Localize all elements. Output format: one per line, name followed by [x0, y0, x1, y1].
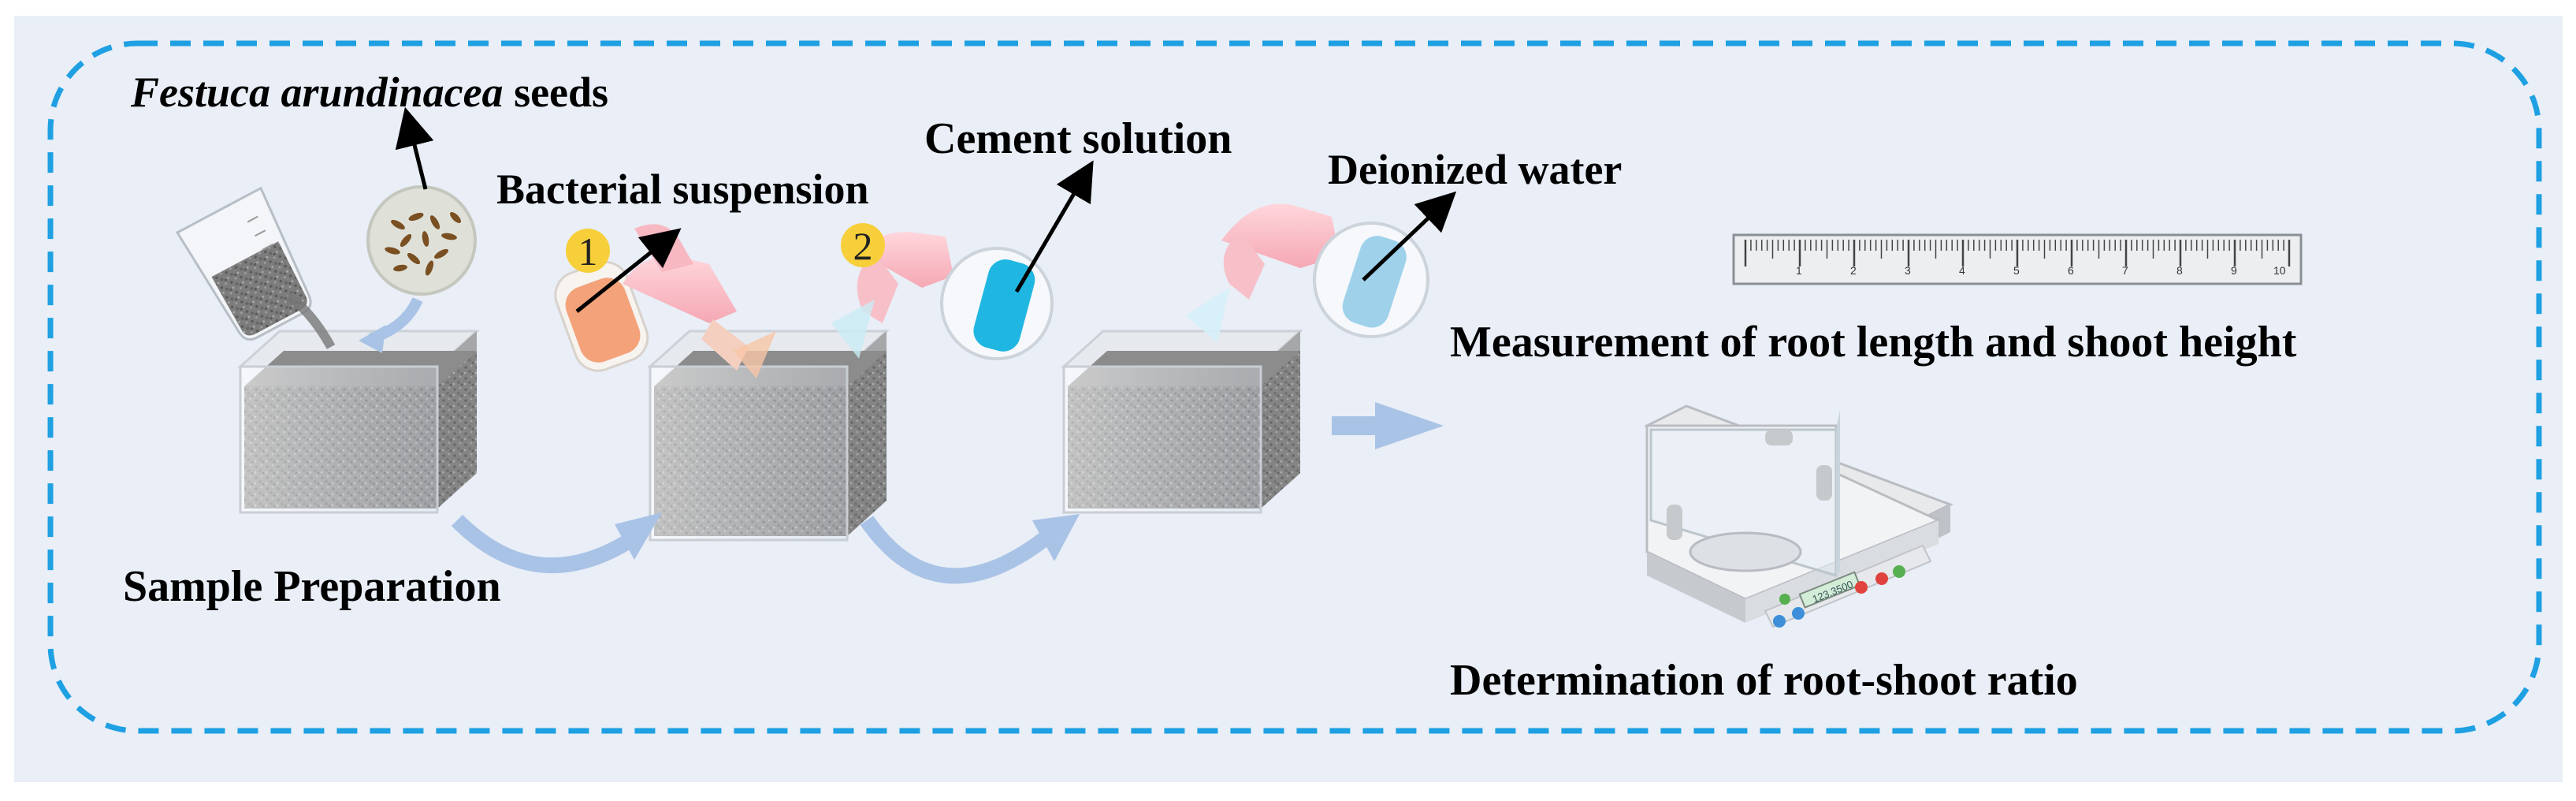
determination-label: Determination of root-shoot ratio	[1450, 656, 2078, 705]
ruler-tick-label: 10	[2273, 264, 2286, 277]
water-spray-bottle-icon	[1186, 203, 1429, 343]
step-badge-2: 2	[841, 223, 885, 268]
next-step-arrow	[1332, 402, 1444, 449]
pouring-soil-stream	[284, 292, 336, 349]
seeds-label: Festuca arundinacea seeds	[131, 71, 608, 114]
measurement-label: Measurement of root length and shoot hei…	[1450, 318, 2297, 367]
ruler-tick-label: 4	[1959, 264, 1965, 277]
ruler-icon: 1 2 3 4 5 6 7 8 9 10	[1732, 233, 2303, 285]
deionized-water-label: Deionized water	[1328, 146, 1623, 193]
analytical-balance-icon: 123.3500	[1644, 404, 1953, 628]
water-pointer-arrow	[1362, 191, 1457, 281]
seeds-suffix-label: seeds	[503, 69, 609, 116]
seeds-species-label: Festuca arundinacea	[131, 69, 504, 116]
cement-pointer-arrow	[1014, 160, 1094, 293]
soil-box-1	[237, 330, 480, 514]
bacterial-suspension-label: Bacterial suspension	[496, 166, 869, 213]
beaker-icon	[175, 186, 312, 341]
ruler-tick-label: 2	[1850, 264, 1857, 277]
flow-arrow-2	[860, 516, 1054, 584]
ruler-tick-label: 3	[1905, 264, 1911, 277]
bacterial-pointer-arrow	[575, 228, 682, 313]
ruler-tick-label: 7	[2122, 264, 2128, 277]
ruler-tick-label: 9	[2231, 264, 2237, 277]
ruler-tick-label: 1	[1796, 264, 1802, 277]
sample-preparation-label: Sample Preparation	[123, 562, 501, 611]
flow-arrow-1	[451, 514, 635, 574]
ruler-tick-label: 5	[2013, 264, 2020, 277]
bacterial-spray-bottle-icon	[554, 224, 776, 378]
dashed-border	[47, 40, 2542, 734]
step-badge-1: 1	[566, 229, 610, 274]
soil-box-2	[647, 330, 890, 542]
ruler-tick-label: 8	[2176, 264, 2183, 277]
cement-solution-label: Cement solution	[924, 114, 1232, 163]
seeds-dish-icon	[366, 185, 477, 296]
soil-box-3	[1061, 330, 1303, 514]
ruler-tick-label: 6	[2068, 264, 2074, 277]
seeds-pointer-arrow	[395, 106, 434, 190]
